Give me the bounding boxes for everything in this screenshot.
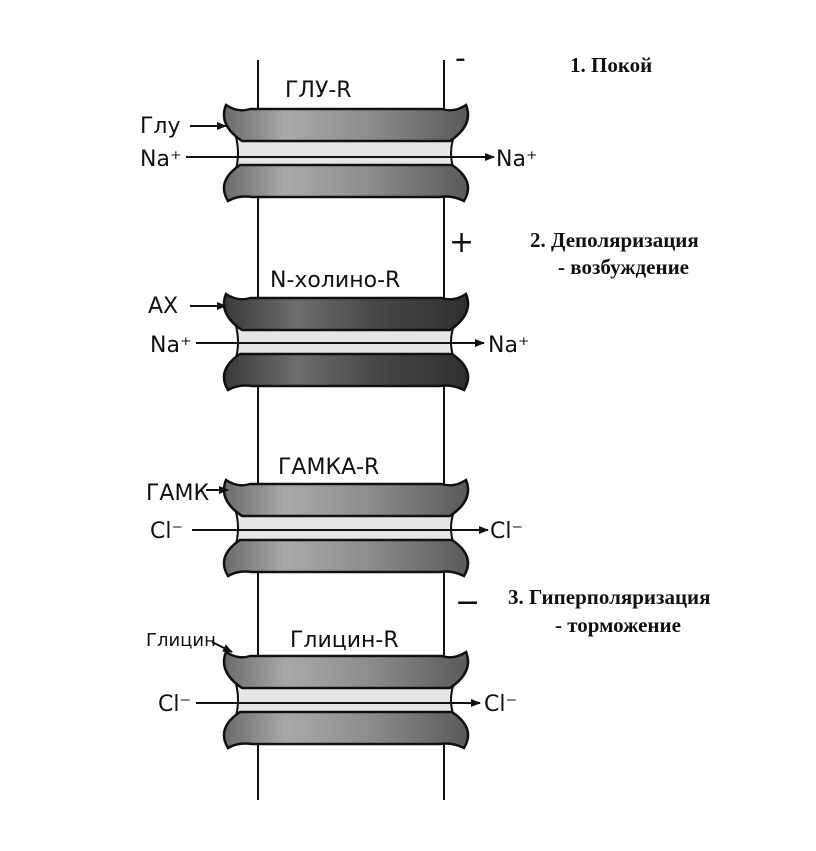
- ion-out-label: Na⁺: [496, 147, 538, 172]
- ligand-arrow: [211, 641, 233, 653]
- sign-minus-top: -: [455, 41, 466, 76]
- tube-bottom-band: [222, 163, 470, 203]
- tube-top-band: [222, 103, 470, 143]
- receptor-gaba-a: ГАМКА-R ГАМК Cl⁻ Cl⁻: [146, 455, 523, 578]
- state-hyperpolarization-label: 3. Гиперполяризация: [508, 585, 711, 609]
- receptor-glu: ГЛУ-R Глу Na⁺ Na⁺: [140, 78, 538, 203]
- receptor-name: ГЛУ-R: [285, 78, 352, 103]
- ion-in-label: Na⁺: [150, 333, 192, 358]
- tube-top-band: [222, 478, 470, 518]
- receptor-name: ГАМКА-R: [278, 455, 379, 480]
- sign-plus: +: [449, 225, 474, 260]
- ligand-label: Глу: [140, 114, 181, 139]
- receptor-glycine: Глицин-R Глицин Cl⁻ Cl⁻: [146, 628, 517, 750]
- state-hyperpolarization-sub: - торможение: [555, 613, 681, 637]
- tube-bottom-band: [222, 710, 470, 750]
- state-depolarization-label: 2. Деполяризация: [530, 228, 699, 252]
- receptor-name: Глицин-R: [290, 628, 399, 653]
- state-rest-label: 1. Покой: [570, 53, 652, 77]
- ion-in-label: Cl⁻: [158, 692, 191, 717]
- channel-tube: [222, 478, 470, 578]
- ligand-label: Глицин: [146, 630, 216, 651]
- channel-tube: [222, 650, 470, 750]
- tube-top-band: [222, 650, 470, 690]
- ion-in-label: Na⁺: [140, 147, 182, 172]
- state-depolarization-sub: - возбуждение: [558, 255, 689, 279]
- ion-out-label: Na⁺: [488, 333, 530, 358]
- ligand-label: ГАМК: [146, 481, 209, 506]
- receptor-name: N-холино-R: [270, 268, 400, 293]
- ligand-label: АХ: [148, 294, 178, 319]
- ion-out-label: Cl⁻: [490, 519, 523, 544]
- receptor-n-cholino: N-холино-R АХ Na⁺ Na⁺: [148, 268, 530, 392]
- channel-tube: [222, 103, 470, 203]
- tube-bottom-band: [222, 352, 470, 392]
- channel-tube: [222, 292, 470, 392]
- ion-in-label: Cl⁻: [150, 519, 183, 544]
- ion-out-label: Cl⁻: [484, 692, 517, 717]
- tube-bottom-band: [222, 538, 470, 578]
- sign-minus-bottom: −: [455, 585, 480, 620]
- tube-top-band: [222, 292, 470, 332]
